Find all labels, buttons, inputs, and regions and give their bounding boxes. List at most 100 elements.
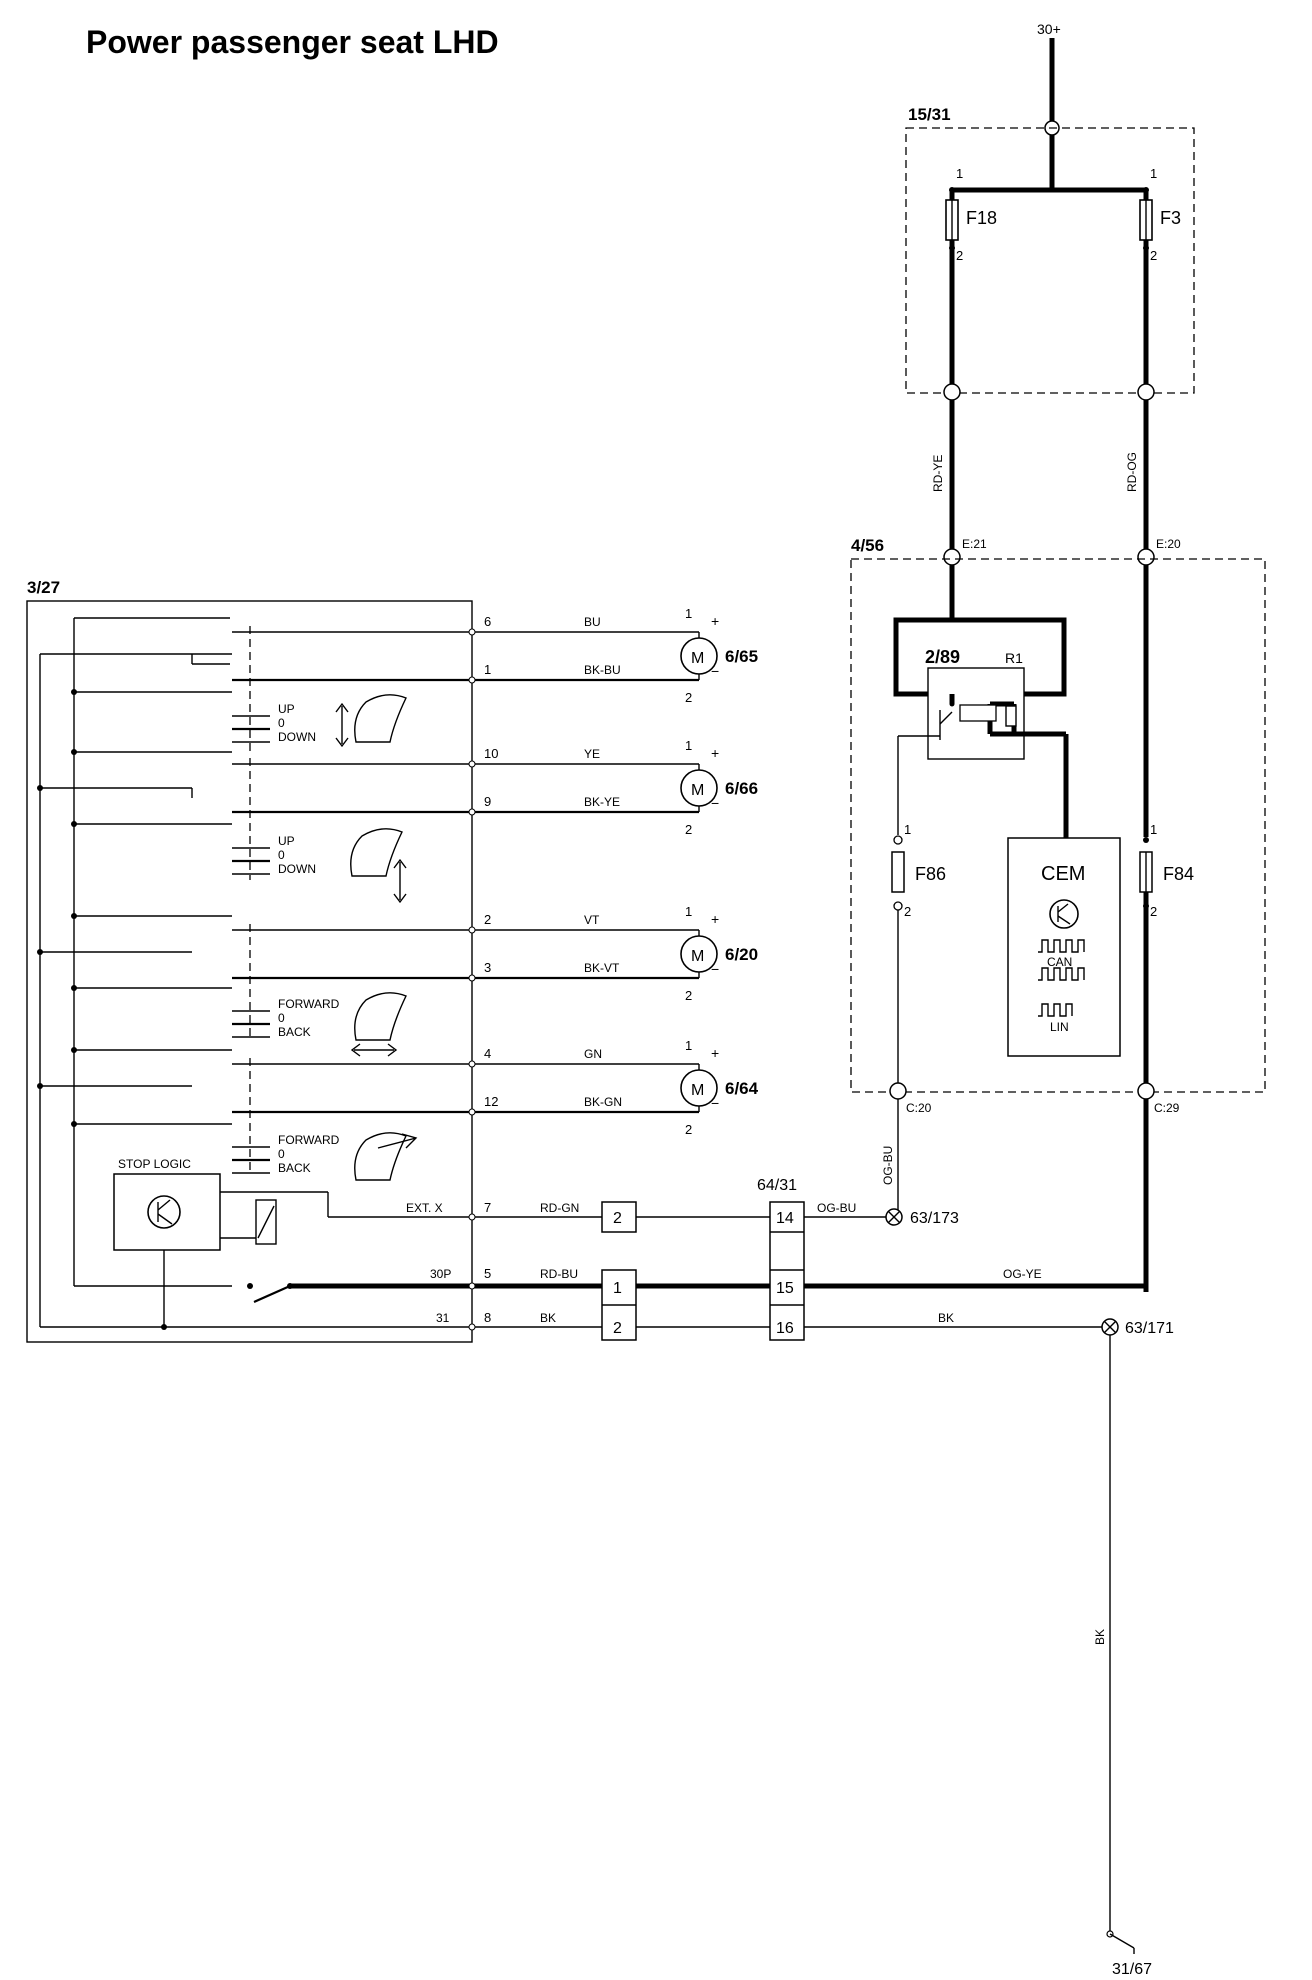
ground-point-63-173: 63/173 [885,1208,959,1227]
wire-og-bu-vertical: OG-BU [881,1099,899,1214]
svg-text:2: 2 [1150,904,1157,919]
connector-64-31-label: 64/31 [757,1177,797,1194]
svg-text:7: 7 [484,1200,491,1215]
svg-text:OG-BU: OG-BU [881,1146,895,1185]
motor-minus: − [711,795,719,811]
switch-group-4: FORWARD 0 BACK [37,1047,472,1181]
svg-text:1: 1 [956,166,963,181]
svg-text:OG-BU: OG-BU [817,1201,856,1215]
switch-group-1: UP 0 DOWN [71,626,472,752]
svg-text:31: 31 [436,1311,450,1325]
ground-point-63-171: 63/171 [1101,1318,1174,1337]
wire-color: BK-VT [584,961,620,975]
motor-plus: + [711,1045,719,1061]
svg-text:3/27: 3/27 [27,578,60,597]
svg-text:2: 2 [1150,248,1157,263]
motor-terminal: 2 [685,988,692,1003]
svg-text:2: 2 [613,1320,622,1337]
fuse-box-id: 15/31 [908,105,951,124]
svg-text:0: 0 [278,848,285,862]
motor-symbol: M [691,650,704,667]
fuse-f84: 1 2 F84 [1139,565,1194,1292]
wire-color: VT [584,913,600,927]
motor-icon [680,1069,718,1107]
svg-text:BK: BK [938,1311,954,1325]
svg-text:FORWARD: FORWARD [278,1133,340,1147]
pin-number: 3 [484,960,491,975]
motor-terminal: 1 [685,1038,692,1053]
pin-number: 9 [484,794,491,809]
transistor-icon [1049,899,1079,929]
svg-text:1: 1 [1150,822,1157,837]
stop-logic-label: STOP LOGIC [118,1157,191,1171]
svg-text:C:29: C:29 [1154,1101,1180,1115]
svg-text:30P: 30P [430,1267,451,1281]
motor-symbol: M [691,948,704,965]
motor-plus: + [711,911,719,927]
svg-text:2: 2 [956,248,963,263]
wire-color: BK-BU [584,663,621,677]
svg-text:2/89: 2/89 [925,647,960,667]
motor-terminal: 2 [685,1122,692,1137]
wire-color: GN [584,1047,602,1061]
switch-group-3: FORWARD 0 BACK [37,913,472,1057]
wire-color: BK-GN [584,1095,622,1109]
motor-icon [680,935,718,973]
stop-logic: STOP LOGIC [113,1157,329,1330]
motor-plus: + [711,613,719,629]
motor-id: 6/64 [725,1079,759,1098]
svg-text:RD-BU: RD-BU [540,1267,578,1281]
page-title: Power passenger seat LHD [86,24,499,60]
motor-terminal: 2 [685,690,692,705]
wire-color: YE [584,747,600,761]
svg-text:0: 0 [278,1011,285,1025]
pin-number: 4 [484,1046,491,1061]
ground-wire: BK 31/67 [1093,1335,1152,1978]
motor-icon [680,769,718,807]
relay-2-89: 2/89 R1 [893,565,1069,838]
fuse-box-15-31: 15/31 1 2 F18 RD-YE E:21 1 [905,105,1195,566]
seat-icon [354,694,407,743]
svg-text:E:20: E:20 [1156,537,1181,551]
svg-text:UP: UP [278,834,295,848]
svg-text:RD-GN: RD-GN [540,1201,579,1215]
motor-symbol: M [691,1082,704,1099]
motor-terminal: 2 [685,822,692,837]
ground-end-label: 31/67 [1112,1961,1152,1978]
svg-text:DOWN: DOWN [278,862,316,876]
up-down-arrow-icon [393,858,407,904]
motor-icon [680,637,718,675]
svg-text:BACK: BACK [278,1161,311,1175]
cem-box-4-56: 4/56 2/89 R1 1 [850,536,1266,1292]
svg-text:16: 16 [776,1320,794,1337]
svg-text:BK: BK [1093,1629,1107,1645]
fuse-f3: 1 2 F3 RD-OG E:20 [1125,166,1181,566]
pin-number: 1 [484,662,491,677]
pin-number: 12 [484,1094,498,1109]
seat-icon [350,828,403,877]
transistor-icon [147,1195,181,1229]
svg-text:EXT. X: EXT. X [406,1201,443,1215]
lin-signal-icon [1038,1003,1073,1017]
svg-text:UP: UP [278,702,295,716]
svg-text:LIN: LIN [1050,1020,1069,1034]
motor-terminal: 1 [685,738,692,753]
supply-label: 30+ [1037,21,1061,37]
motor-terminal: 1 [685,606,692,621]
pin-number: 10 [484,746,498,761]
fuse-f86-label: F86 [915,864,946,884]
bottom-lines: 7 5 8 RD-GN RD-BU BK 2 1 2 64/31 14 15 1… [290,1177,1174,1978]
motor-terminal: 1 [685,904,692,919]
svg-text:63/171: 63/171 [1125,1320,1174,1337]
seat-module-3-27: 3/27 UP 0 DOWN [26,578,473,1343]
wire-color: BU [584,615,601,629]
motor-id: 6/66 [725,779,758,798]
seat-icon [354,992,407,1041]
svg-text:15: 15 [776,1280,794,1297]
svg-text:5: 5 [484,1266,491,1281]
svg-text:63/173: 63/173 [910,1210,959,1227]
motor-id: 6/20 [725,945,758,964]
motor-symbol: M [691,782,704,799]
